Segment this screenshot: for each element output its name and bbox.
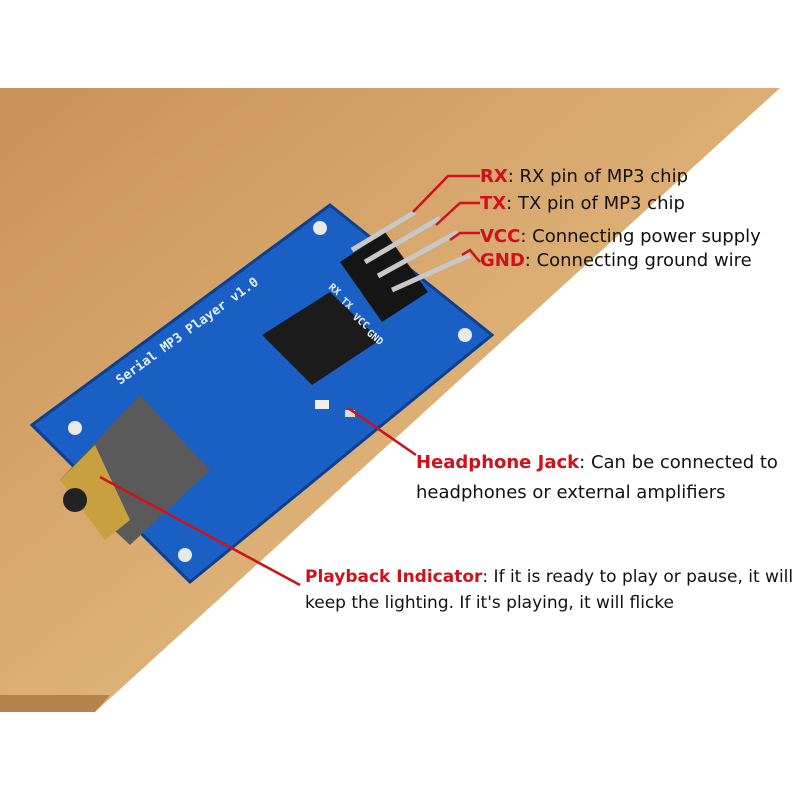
callout-lines [99, 174, 481, 587]
mp3-chip [262, 292, 380, 385]
callout-tx: TX: TX pin of MP3 chip [480, 193, 685, 214]
callout-rx: RX: RX pin of MP3 chip [480, 166, 689, 187]
mp3-board: Serial MP3 Player v1.0 [29, 203, 495, 585]
callout-playback-indicator: Playback Indicator: If it is ready to pl… [305, 567, 794, 613]
pin-header [340, 232, 428, 322]
callout-vcc: VCC: Connecting power supply [480, 226, 761, 247]
callout-gnd: GND: Connecting ground wire [480, 250, 752, 271]
